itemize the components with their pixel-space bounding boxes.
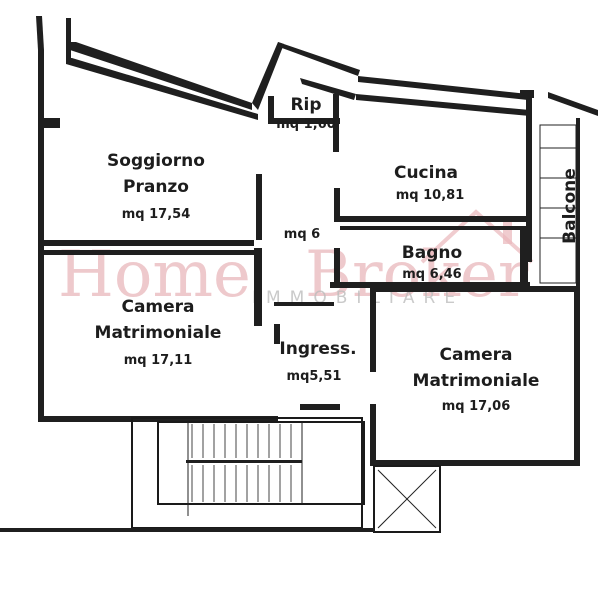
room-rip: Rip mq 1,60 [276,95,335,132]
room-camera-dx-name-2: Matrimoniale [413,371,540,391]
watermark-brand-broker: Broker [305,238,529,312]
room-soggiorno-name-2: Pranzo [123,177,189,197]
ground-line [0,528,374,532]
room-camera-dx-name-1: Camera [439,345,512,365]
room-balcone-name: Balcone [560,168,580,244]
outer-walls [36,16,598,466]
room-rip-name: Rip [290,95,321,115]
interior-walls [44,174,530,466]
room-ingresso-name: Ingress. [279,339,356,359]
room-bagno-name: Bagno [402,243,462,263]
room-camera-dx-area: mq 17,06 [442,399,511,414]
room-soggiorno: Soggiorno Pranzo mq 17,54 [107,151,205,222]
room-camera-sx-name-2: Matrimoniale [95,323,222,343]
room-ingresso: Ingress. mq5,51 [279,339,356,384]
room-soggiorno-area: mq 17,54 [122,207,191,222]
room-rip-area: mq 1,60 [276,117,335,132]
room-balcone: Balcone [560,168,580,244]
room-camera-sx-area: mq 17,11 [124,353,193,368]
room-corridoio: mq 6 [284,227,320,242]
room-cucina-area: mq 10,81 [396,188,465,203]
room-camera-dx: Camera Matrimoniale mq 17,06 [413,345,540,414]
room-cucina: Cucina mq 10,81 [394,163,464,203]
room-bagno-area: mq 6,46 [402,267,461,282]
room-camera-sx-name-1: Camera [121,297,194,317]
lift-shaft [373,465,441,533]
room-ingresso-area: mq5,51 [287,369,342,384]
room-corridoio-area: mq 6 [284,227,320,242]
room-camera-sx: Camera Matrimoniale mq 17,11 [95,297,222,368]
stairwell [131,417,365,529]
room-bagno: Bagno mq 6,46 [402,243,462,282]
watermark-house-icon [420,209,534,264]
room-soggiorno-name-1: Soggiorno [107,151,205,171]
room-cucina-name: Cucina [394,163,458,183]
